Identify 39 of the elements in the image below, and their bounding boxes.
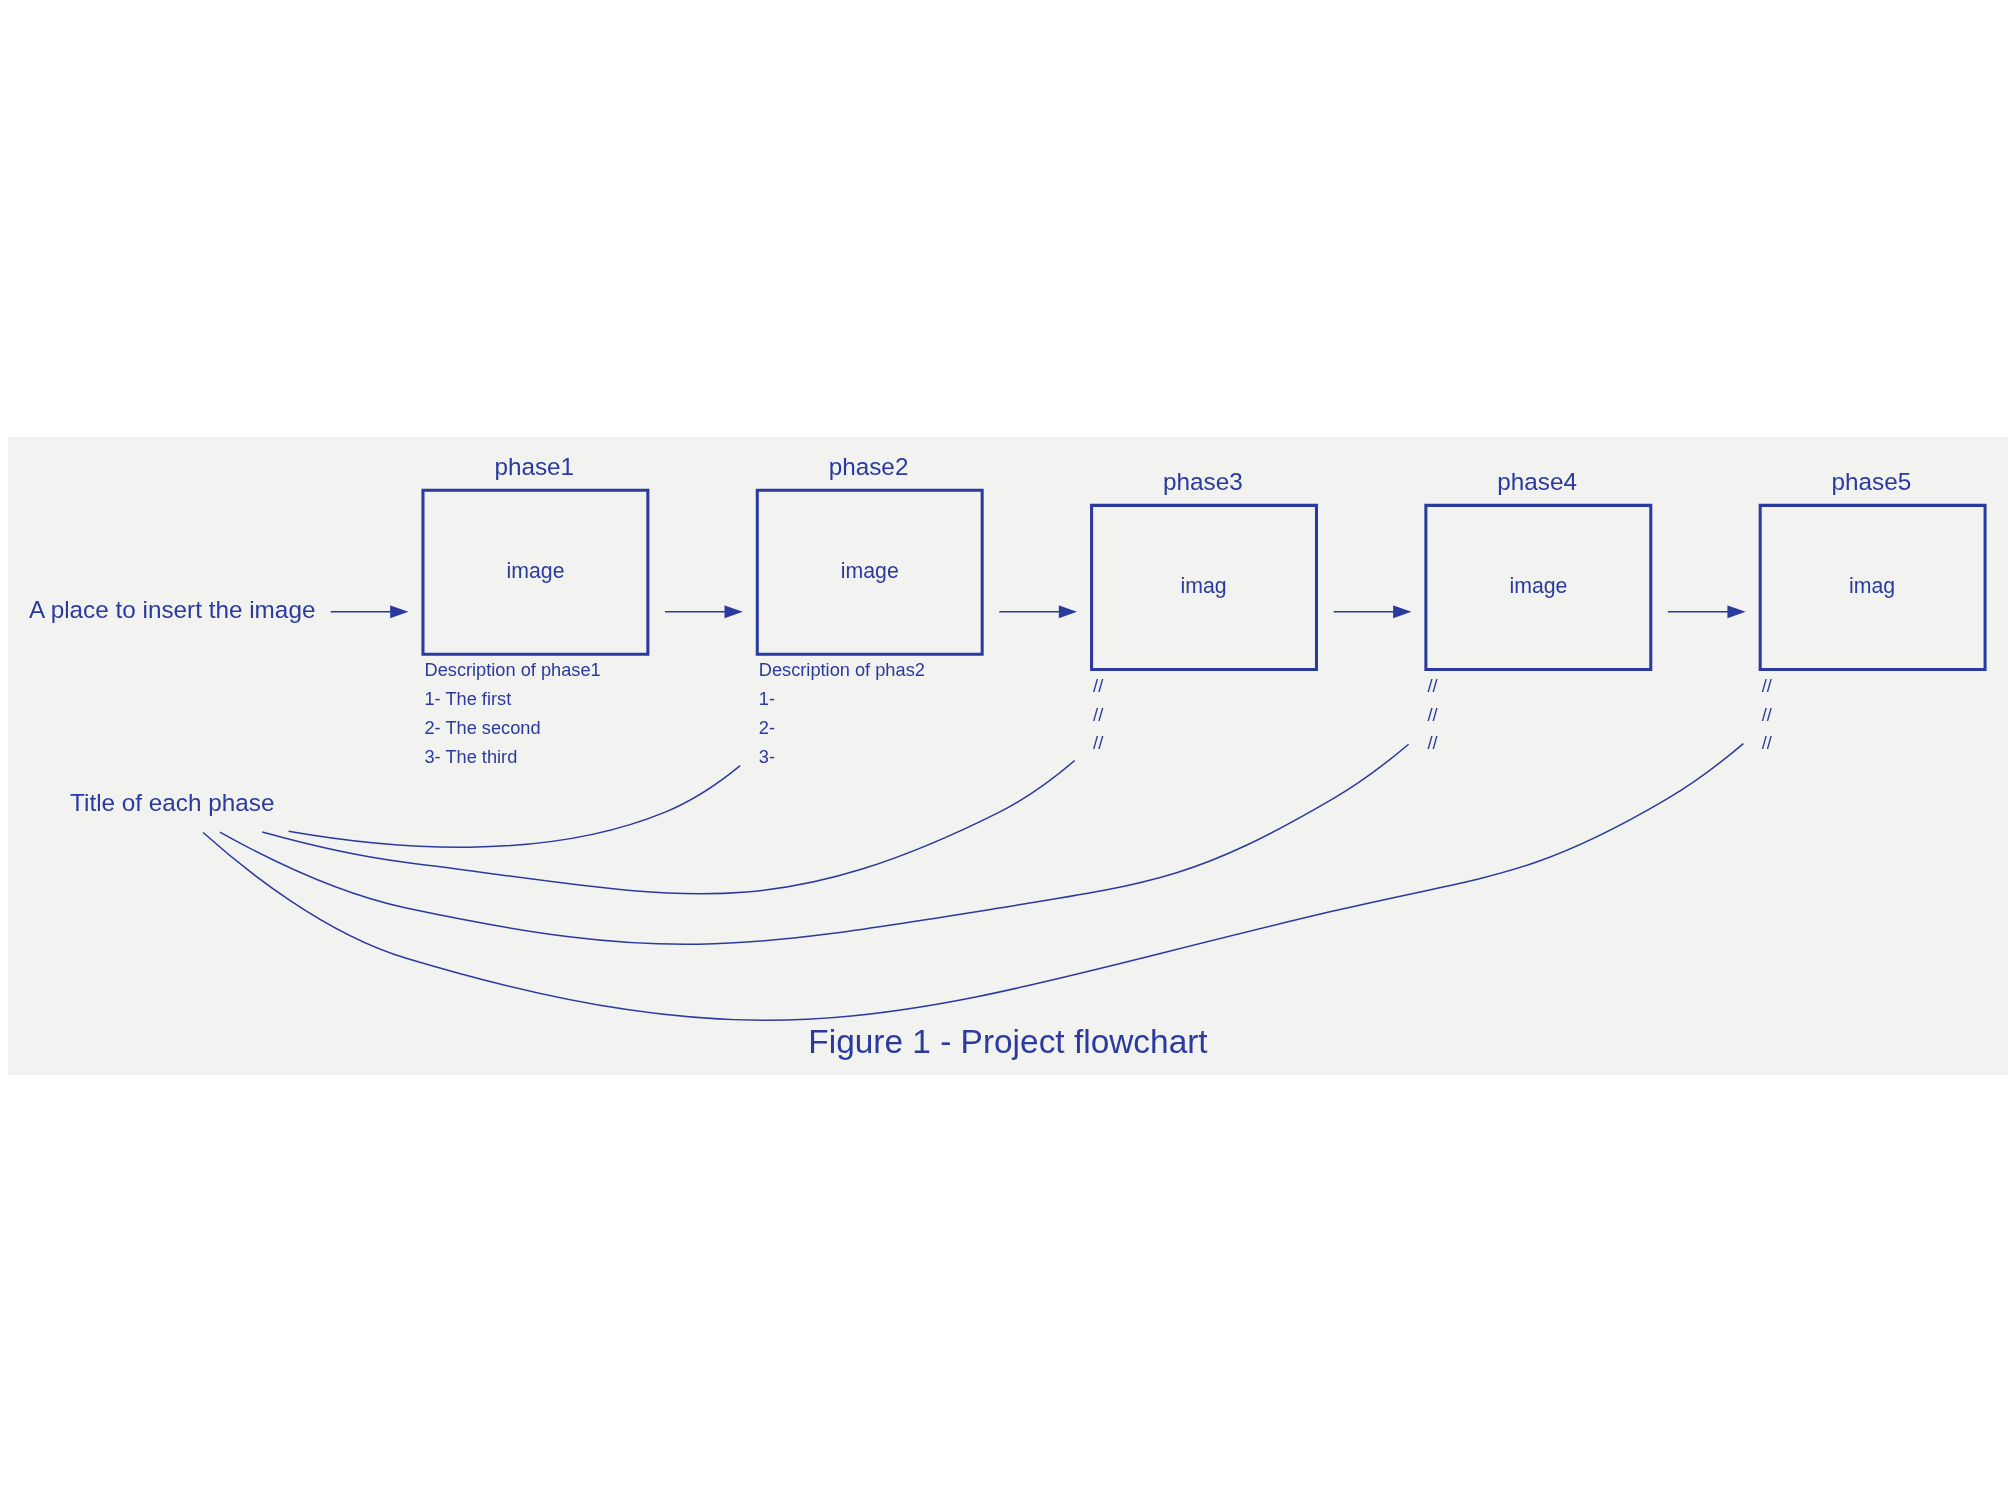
node-label: // (1761, 703, 1772, 725)
connector (219, 743, 1410, 945)
node-text: A place to insert the image (29, 595, 316, 623)
node-label: // (1093, 732, 1104, 754)
node-label: phase1 (494, 452, 575, 480)
node-label: // (1761, 732, 1772, 754)
node-label: 2- (758, 717, 775, 739)
node-box: image (755, 488, 984, 656)
arrow (998, 605, 1078, 619)
node-box: imag (1090, 503, 1318, 671)
node-box: image (1424, 503, 1653, 671)
caption: Figure 1 - Project flowchart (808, 1023, 1208, 1061)
arrow (1332, 605, 1412, 619)
node-box: image (421, 488, 650, 656)
node-label: // (1427, 732, 1438, 754)
arrow (329, 605, 409, 619)
node-label: phase3 (1162, 467, 1243, 495)
node-label: phase5 (1831, 467, 1912, 495)
node-text: Title of each phase (70, 788, 275, 816)
node-label: 2- The second (424, 717, 541, 739)
node-label: phase4 (1497, 467, 1578, 495)
node-label: 3- (758, 746, 775, 768)
node-label: 1- The first (424, 688, 512, 710)
node-label: Description of phase1 (424, 659, 601, 681)
node-box: imag (1758, 503, 1987, 671)
node-label: // (1093, 674, 1104, 696)
node-label: // (1761, 674, 1772, 696)
node-label: // (1427, 703, 1438, 725)
node-label: // (1427, 674, 1438, 696)
arrow (1667, 605, 1746, 619)
connector (261, 759, 1076, 895)
connector (287, 764, 741, 848)
node-label: // (1093, 703, 1104, 725)
node-label: Description of phas2 (758, 659, 925, 681)
node-label: 3- The third (424, 746, 518, 768)
arrow (664, 605, 743, 619)
connector (202, 742, 1745, 1021)
node-label: 1- (758, 688, 775, 710)
node-label: phase2 (828, 452, 909, 480)
